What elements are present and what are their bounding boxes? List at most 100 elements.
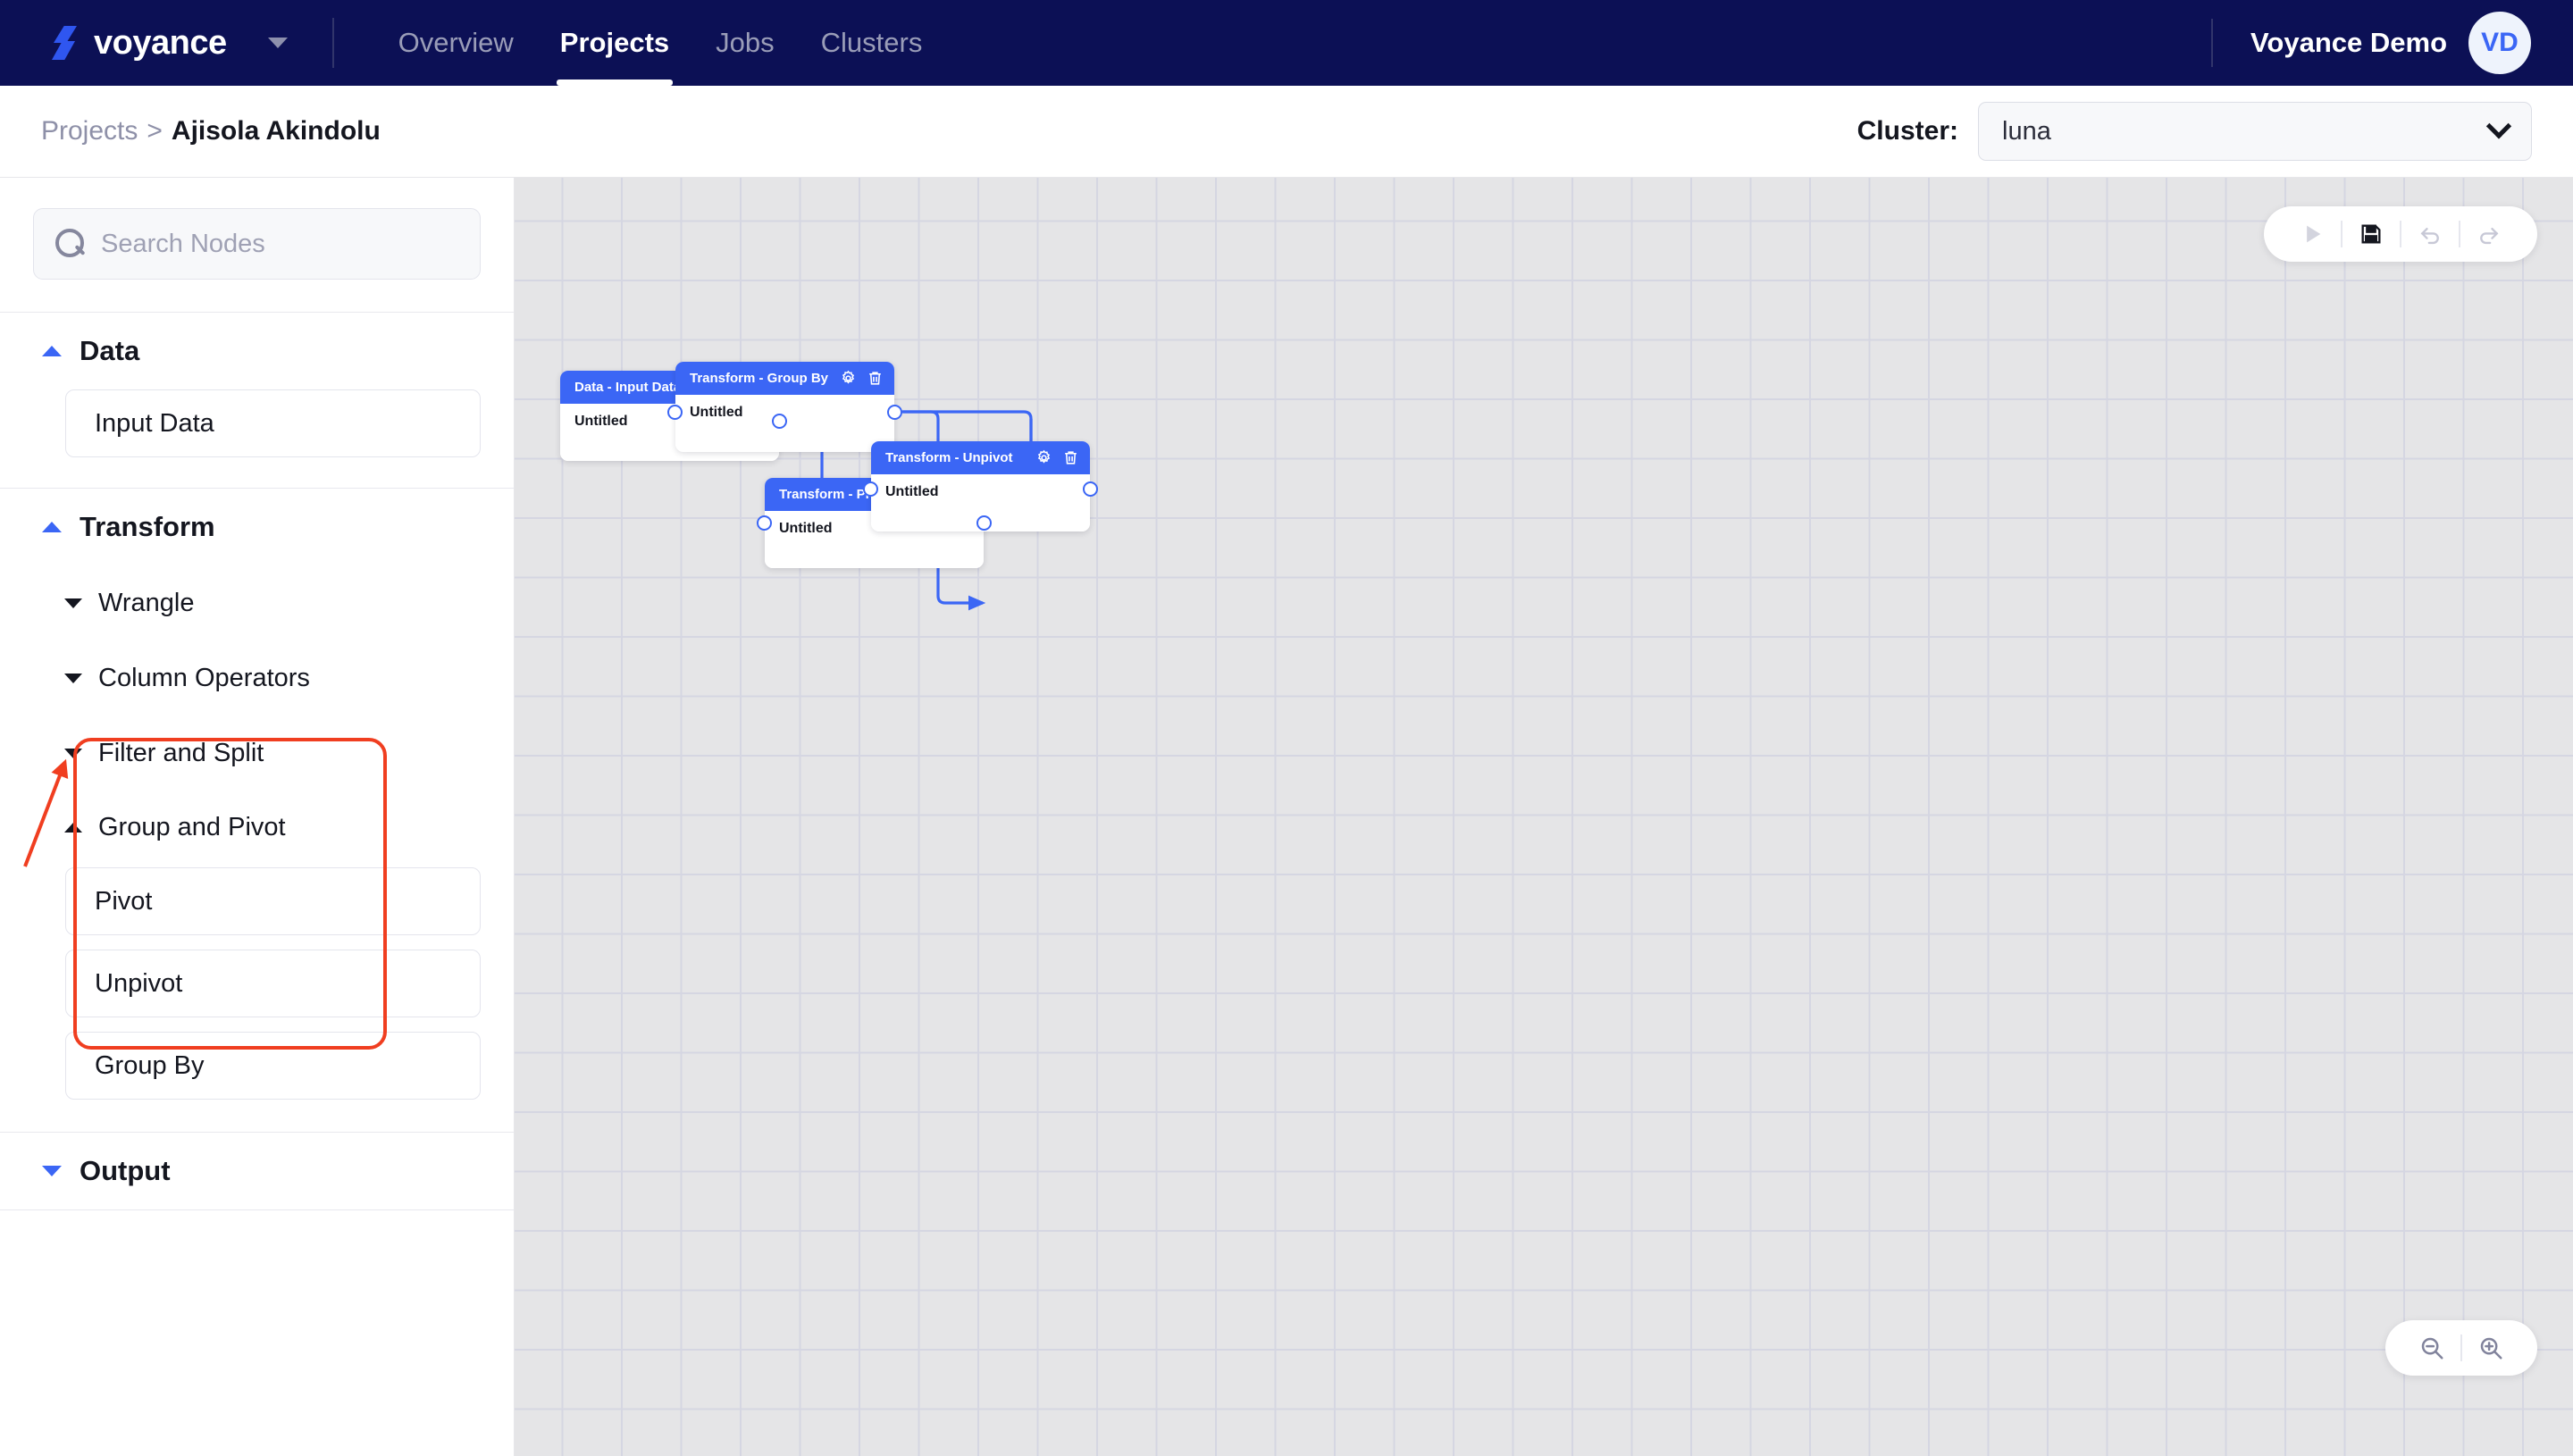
toolbar-divider (2459, 221, 2460, 247)
node-subtitle: Untitled (574, 414, 628, 429)
palette-section-data: Data Input Data (0, 313, 514, 489)
palette-section-header-transform[interactable]: Transform (0, 489, 514, 565)
node-actions (1035, 449, 1079, 466)
divider (0, 312, 514, 313)
palette-section-title: Data (80, 335, 140, 366)
node-input-port[interactable] (757, 515, 772, 531)
node-header[interactable]: Transform - Unpivot (871, 441, 1090, 474)
search-wrapper: Search Nodes (0, 178, 514, 280)
palette-subgroup-filter-and-split[interactable]: Filter and Split (0, 715, 514, 791)
trash-icon[interactable] (1062, 449, 1079, 466)
divider (0, 1209, 514, 1210)
toolbar-divider (2341, 221, 2343, 247)
redo-button[interactable] (2460, 206, 2518, 262)
search-icon (55, 229, 86, 259)
nav-item-jobs[interactable]: Jobs (716, 27, 775, 58)
nav-item-overview[interactable]: Overview (398, 27, 514, 58)
run-button[interactable] (2284, 206, 2341, 262)
zoom-out-button[interactable] (2403, 1320, 2460, 1376)
node-input-port[interactable] (863, 481, 878, 497)
zoom-out-icon (2421, 1337, 2443, 1360)
node-title: Data - Input Data (574, 380, 682, 395)
palette-section-header-output[interactable]: Output (0, 1133, 514, 1209)
undo-button[interactable] (2401, 206, 2459, 262)
palette-subgroup-wrangle[interactable]: Wrangle (0, 565, 514, 640)
voyance-logo-icon (52, 23, 79, 63)
palette-subgroup-title: Wrangle (98, 588, 195, 617)
breadcrumb-projects-link[interactable]: Projects (41, 116, 138, 146)
trash-icon[interactable] (867, 370, 884, 387)
chevron-down-icon (64, 748, 82, 758)
palette-node-input-data[interactable]: Input Data (65, 389, 481, 457)
node-subtitle: Untitled (885, 484, 939, 499)
chevron-down-icon (42, 1166, 62, 1176)
node-subtitle: Untitled (690, 405, 743, 420)
chevron-up-icon (42, 522, 62, 532)
node-output-port[interactable] (887, 405, 902, 420)
cluster-selected-value: luna (2002, 116, 2051, 146)
palette-subgroup-title: Filter and Split (98, 738, 264, 767)
zoom-in-button[interactable] (2462, 1320, 2519, 1376)
divider (0, 1132, 514, 1133)
topnav-right-divider (2211, 19, 2214, 67)
account-name: Voyance Demo (2250, 27, 2447, 58)
chevron-up-icon (42, 346, 62, 356)
palette-group-and-pivot-chips: Pivot Unpivot Group By (0, 867, 514, 1100)
gear-icon[interactable] (1035, 449, 1052, 466)
palette-subgroup-column-operators[interactable]: Column Operators (0, 640, 514, 715)
node-title: Transform - Group By (690, 371, 829, 386)
palette-node-unpivot[interactable]: Unpivot (65, 950, 481, 1017)
save-button[interactable] (2343, 206, 2400, 262)
palette-section-header-data[interactable]: Data (0, 313, 514, 389)
node-header[interactable]: Transform - Group By (675, 362, 894, 395)
workflow-node-group-by[interactable]: Transform - Group By Untitled (667, 362, 902, 452)
undo-icon (2420, 228, 2439, 245)
search-input[interactable]: Search Nodes (33, 208, 481, 280)
palette-node-pivot[interactable]: Pivot (65, 867, 481, 935)
palette-section-output: Output (0, 1133, 514, 1210)
chevron-down-icon (64, 598, 82, 608)
cluster-selector-group: Cluster: luna (1857, 102, 2532, 161)
nav-item-projects[interactable]: Projects (537, 0, 692, 86)
toolbar-divider (2460, 1335, 2462, 1361)
save-icon (2361, 224, 2381, 244)
node-palette-sidebar: Search Nodes Data Input Data Transform W… (0, 178, 515, 1456)
avatar[interactable]: VD (2468, 12, 2531, 74)
zoom-in-icon (2480, 1337, 2502, 1360)
chevron-down-icon (64, 673, 82, 683)
divider (0, 488, 514, 489)
brand-logo[interactable]: voyance (52, 23, 227, 63)
chevron-down-icon[interactable] (267, 38, 288, 48)
chevron-down-icon (2485, 113, 2512, 139)
canvas-zoom-toolbar (2385, 1320, 2537, 1376)
topnav-right: Voyance Demo VD (2211, 12, 2531, 74)
node-title: Transform - Unpivot (885, 450, 1013, 465)
node-output-port[interactable] (1083, 481, 1098, 497)
palette-node-group-by[interactable]: Group By (65, 1032, 481, 1100)
workflow-canvas[interactable]: Data - Input Data Untitled (515, 178, 2573, 1456)
palette-subgroup-title: Column Operators (98, 663, 310, 692)
breadcrumb: Projects > Ajisola Akindolu (41, 116, 381, 146)
palette-section-title: Output (80, 1155, 171, 1186)
palette-section-transform: Transform Wrangle Column Operators Filte… (0, 489, 514, 1133)
gear-icon[interactable] (840, 370, 857, 387)
node-actions (840, 370, 884, 387)
toolbar-divider (2400, 221, 2401, 247)
node-subtitle: Untitled (779, 521, 833, 536)
redo-icon (2480, 228, 2499, 245)
node-output-port[interactable] (976, 515, 992, 531)
nav-items: Overview Projects Jobs Clusters (375, 0, 946, 86)
node-output-port[interactable] (772, 414, 787, 429)
play-icon (2307, 225, 2321, 243)
nav-item-clusters[interactable]: Clusters (820, 27, 923, 58)
nav-divider (331, 18, 334, 68)
chevron-up-icon (64, 822, 82, 833)
node-input-port[interactable] (667, 405, 683, 420)
brand-name: voyance (94, 23, 227, 62)
cluster-label: Cluster: (1856, 116, 1958, 146)
palette-subgroup-group-and-pivot[interactable]: Group and Pivot (0, 791, 514, 864)
cluster-select[interactable]: luna (1978, 102, 2532, 161)
top-navigation-bar: voyance Overview Projects Jobs Clusters … (0, 0, 2573, 86)
palette-subgroup-title: Group and Pivot (98, 812, 286, 841)
